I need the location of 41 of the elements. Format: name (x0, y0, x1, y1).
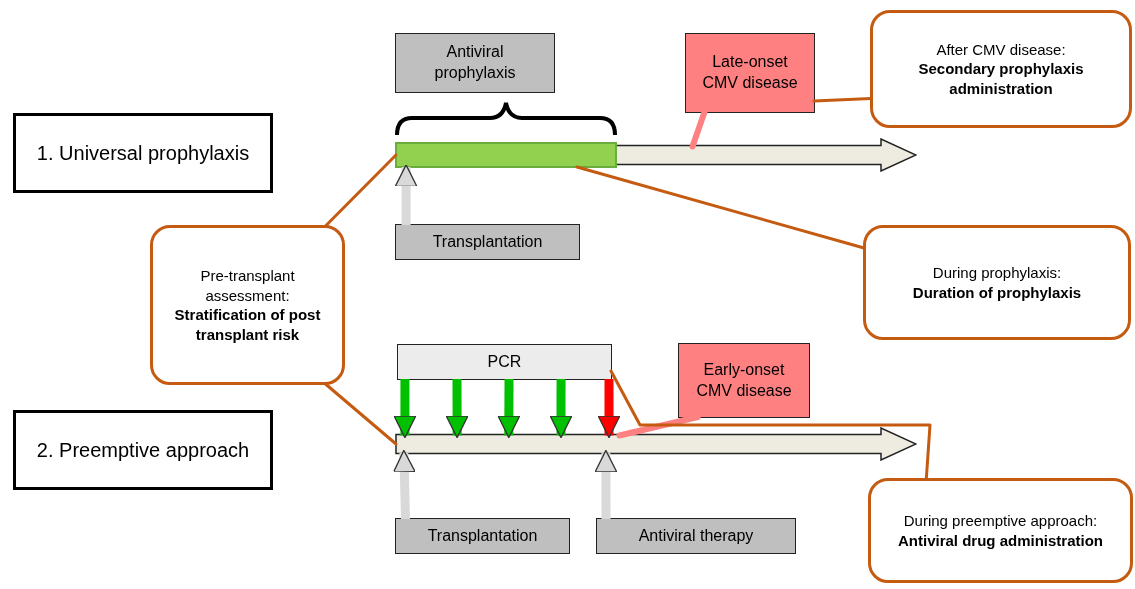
timeline (395, 138, 917, 172)
label-box (395, 33, 555, 93)
box-label: Transplantation (427, 525, 538, 546)
arrow (549, 379, 573, 439)
approach-box (13, 113, 273, 193)
callout-box (150, 225, 345, 385)
callout-heading: During preemptive approach: (903, 511, 1098, 531)
callout-box (870, 10, 1132, 128)
arrow (497, 378, 521, 439)
label-box (395, 518, 570, 554)
callout-box (863, 225, 1131, 340)
box-label: Late-onset CMV disease (701, 52, 799, 93)
callout-text: Secondary prophylaxis administration (917, 59, 1085, 99)
box-label: Transplantation (432, 231, 543, 252)
arrow (594, 449, 618, 519)
box-label: PCR (487, 351, 522, 372)
box-label: Antiviral prophylaxis (433, 42, 517, 83)
callout-text: Stratification of post transplant risk (173, 305, 322, 344)
callout-heading: After CMV disease: (936, 39, 1066, 60)
arrow (394, 164, 418, 225)
callout-heading: Pre-transplant assessment: (199, 266, 296, 305)
timeline (395, 427, 917, 461)
callout-heading: During prophylaxis: (932, 263, 1062, 283)
callout-text: Antiviral drug administration (898, 530, 1103, 550)
prophylaxis-bar (395, 142, 617, 168)
arrow (445, 379, 469, 439)
speech-bubble (685, 33, 815, 113)
arrow (392, 449, 416, 520)
box-label: Antiviral therapy (638, 525, 754, 546)
label-box (596, 518, 796, 554)
speech-bubble (678, 343, 810, 418)
box-label: 2. Preemptive approach (36, 438, 250, 463)
callout-text: Duration of prophylaxis (912, 282, 1082, 302)
arrow (393, 379, 417, 439)
arrow (597, 379, 621, 439)
label-box (395, 224, 580, 260)
label-box (397, 344, 612, 380)
approach-box (13, 410, 273, 490)
box-label: Early-onset CMV disease (695, 359, 793, 401)
box-label: 1. Universal prophylaxis (36, 141, 250, 166)
callout-box (868, 478, 1133, 583)
